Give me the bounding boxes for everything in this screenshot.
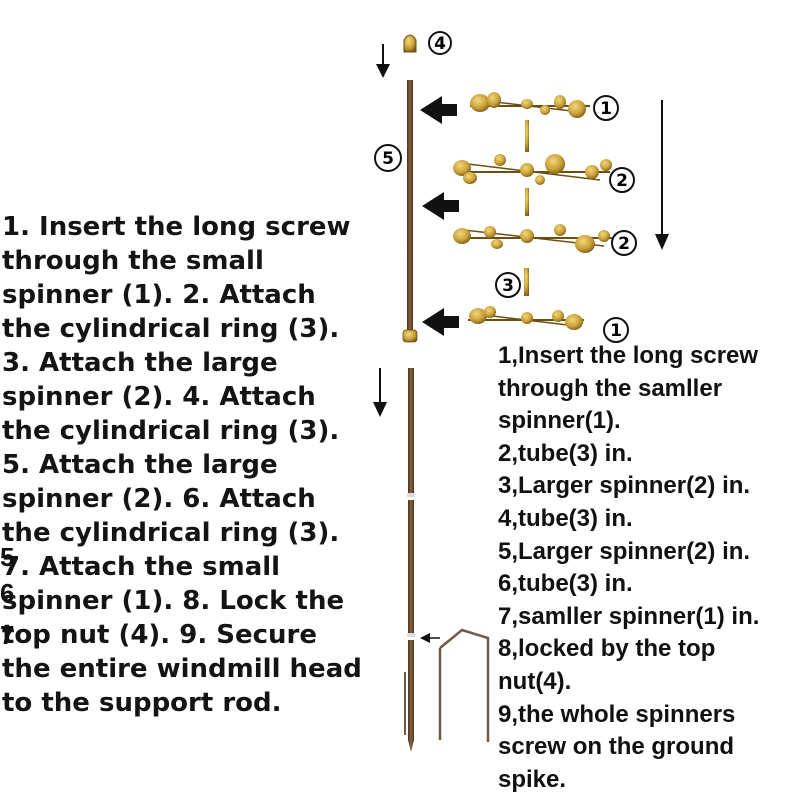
stray-char-7: 7	[0, 620, 15, 650]
down-arrow-right	[655, 100, 669, 250]
spinner-small-bottom	[468, 306, 584, 330]
big-arrow-1	[420, 96, 457, 124]
svg-text:2: 2	[618, 234, 630, 254]
right-line: 2,tube(3) in.	[498, 439, 633, 467]
right-line: 6,tube(3) in.	[498, 570, 633, 598]
right-line: 3,Larger spinner(2) in.	[498, 472, 751, 500]
axle-segment	[525, 188, 529, 216]
axle-segment	[525, 120, 529, 152]
stray-char-6: 6	[0, 578, 15, 608]
left-instructions: 1. Insert the long screw through the sma…	[2, 210, 372, 720]
big-arrow-3	[422, 308, 459, 336]
tube	[524, 268, 529, 296]
label-rod: 5	[374, 144, 402, 172]
label-spinner-bottom: 1	[603, 317, 629, 343]
down-arrow-middle	[373, 368, 387, 417]
label-spinner-upper-large: 2	[609, 167, 635, 193]
right-line: through the samller	[498, 374, 723, 402]
right-line: spinner(1).	[498, 407, 621, 435]
label-top-nut: 4	[428, 31, 452, 55]
right-instructions: 1,Insert the long screw through the saml…	[498, 340, 800, 796]
right-line: screw on the ground	[498, 733, 735, 761]
label-tube: 3	[495, 272, 521, 298]
down-arrow-top	[376, 44, 390, 78]
big-arrow-2	[422, 192, 459, 220]
svg-text:3: 3	[502, 276, 514, 296]
svg-text:1: 1	[600, 99, 612, 119]
stray-char-5: 5	[0, 542, 15, 572]
label-spinner-top: 1	[593, 95, 619, 121]
right-line: 5,Larger spinner(2) in.	[498, 537, 751, 565]
right-line: spike.	[498, 765, 567, 793]
spinner-large-upper	[453, 154, 612, 185]
svg-text:1: 1	[610, 321, 622, 341]
spinner-small-top	[470, 92, 590, 118]
ground-stake	[404, 628, 490, 742]
right-line: 4,tube(3) in.	[498, 504, 633, 532]
right-line: 7,samller spinner(1) in.	[498, 602, 760, 630]
right-line: nut(4).	[498, 667, 572, 695]
svg-text:2: 2	[616, 171, 628, 191]
label-spinner-lower-large: 2	[611, 230, 637, 256]
spinner-large-lower	[453, 224, 612, 253]
support-pole	[407, 368, 415, 752]
pointer-arrow-pole	[420, 633, 440, 643]
svg-text:5: 5	[382, 149, 394, 169]
top-nut	[403, 34, 417, 53]
right-line: 9,the whole spinners	[498, 700, 736, 728]
svg-text:4: 4	[434, 34, 446, 54]
threaded-rod	[402, 80, 418, 343]
left-instructions-text: 1. Insert the long screw through the sma…	[2, 212, 362, 718]
right-line: 1,Insert the long screw	[498, 342, 759, 369]
right-line: 8,locked by the top	[498, 635, 716, 663]
